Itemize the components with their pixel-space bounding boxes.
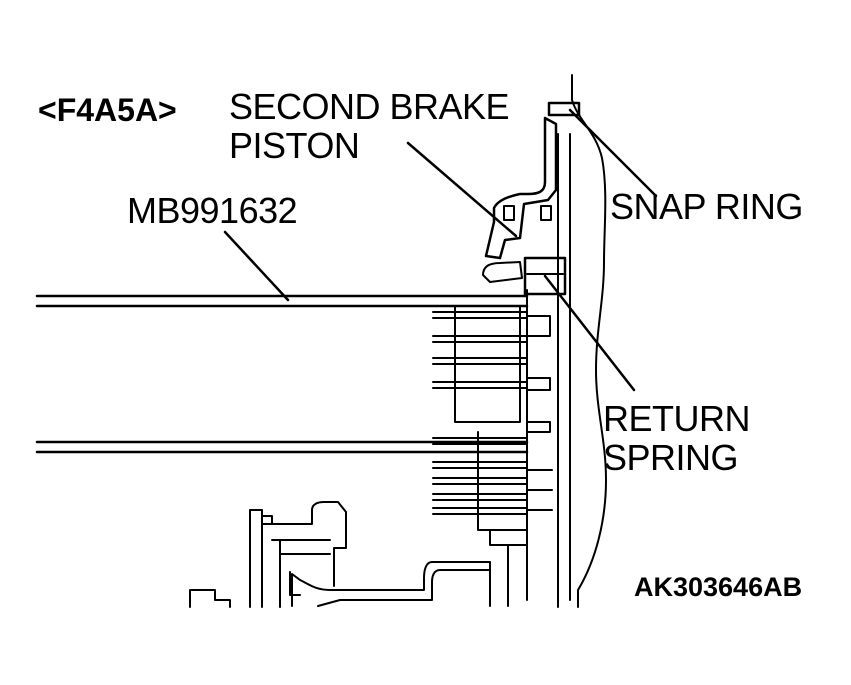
transmission-case — [571, 74, 607, 608]
label-tool: MB991632 — [127, 190, 298, 231]
variant-label: <F4A5A> — [38, 92, 177, 128]
lower-retainer — [489, 529, 528, 607]
label-snap-ring: SNAP RING — [610, 186, 803, 227]
case-inner-wall — [557, 133, 571, 608]
piston-seal-lower — [540, 205, 552, 221]
leader-snap-ring — [568, 108, 658, 198]
piston-seal-upper — [503, 205, 515, 221]
second-brake-piston — [484, 116, 558, 260]
label-return-spring-line2: SPRING — [603, 437, 739, 478]
label-second-brake-line1: SECOND BRAKE — [229, 86, 510, 127]
lower-left-assembly — [189, 501, 347, 608]
leader-second-brake-piston — [406, 141, 518, 238]
piston-stop — [482, 261, 523, 283]
label-second-brake-line2: PISTON — [229, 125, 360, 166]
inner-hub — [291, 561, 491, 607]
figure-code: AK303646AB — [634, 572, 803, 602]
brake-disc-pack — [432, 305, 528, 531]
label-return-spring-line1: RETURN — [603, 398, 751, 439]
leader-return-spring — [543, 274, 636, 392]
return-spring — [523, 256, 567, 296]
leader-tool — [223, 230, 290, 302]
hub-steps — [526, 315, 553, 511]
snap-ring — [547, 101, 581, 117]
